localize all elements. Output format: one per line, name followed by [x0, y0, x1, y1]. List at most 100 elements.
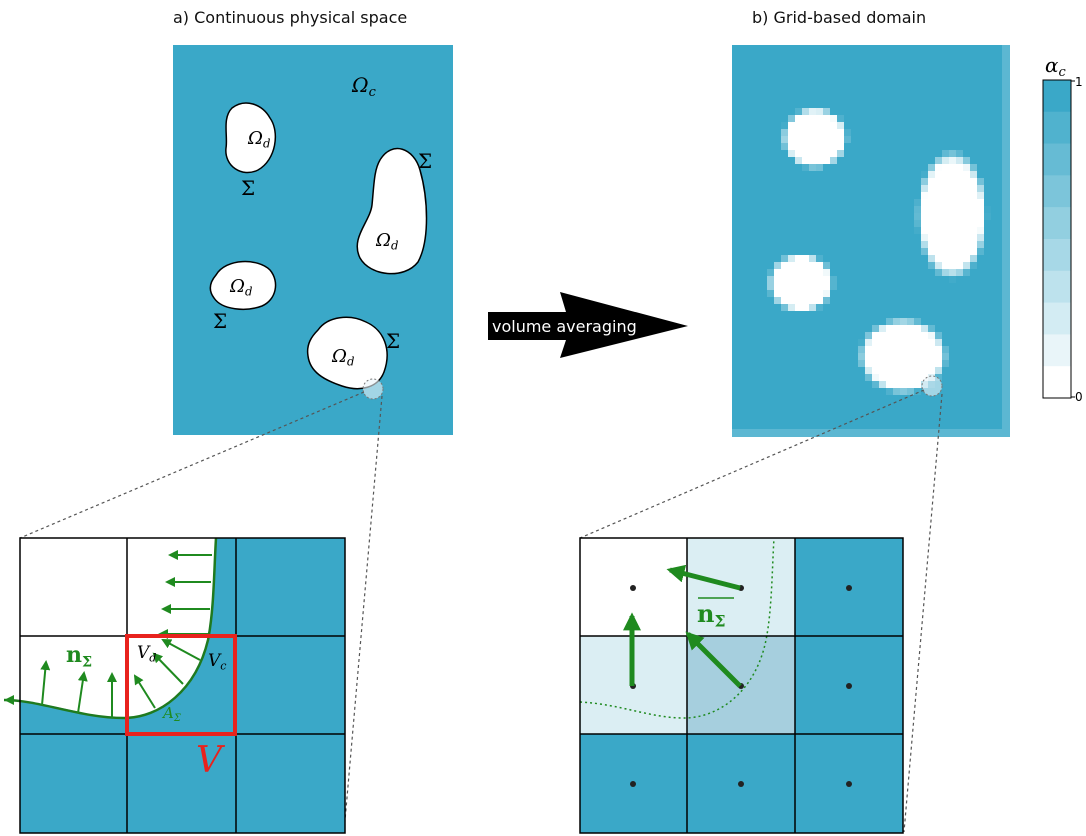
droplet-pixel	[872, 353, 879, 360]
colorbar-band	[1043, 207, 1071, 239]
droplet-pixel	[865, 353, 872, 360]
droplet-pixel	[900, 360, 907, 367]
droplet-pixel	[935, 332, 942, 339]
droplet-pixel	[900, 325, 907, 332]
arrow-label: volume averaging	[492, 317, 637, 336]
droplet-pixel	[879, 332, 886, 339]
droplet-pixel	[963, 227, 970, 234]
droplet-pixel	[795, 262, 802, 269]
droplet-pixel	[935, 353, 942, 360]
droplet-pixel	[914, 339, 921, 346]
droplet-pixel	[893, 381, 900, 388]
droplet-pixel	[921, 206, 928, 213]
sigma-label-4: Σ	[386, 329, 400, 353]
normal-label-b: nΣ	[697, 599, 725, 631]
droplet-pixel	[914, 325, 921, 332]
droplet-pixel	[942, 192, 949, 199]
droplet-pixel	[928, 248, 935, 255]
droplet-pixel	[921, 220, 928, 227]
droplet-pixel	[907, 318, 914, 325]
droplet-pixel	[893, 374, 900, 381]
droplet-pixel	[956, 171, 963, 178]
droplet-pixel	[928, 164, 935, 171]
sigma-label-3: Σ	[213, 309, 227, 333]
droplet-pixel	[893, 353, 900, 360]
droplet-pixel	[984, 220, 991, 227]
droplet-pixel	[893, 346, 900, 353]
droplet-pixel	[893, 339, 900, 346]
droplet-pixel	[914, 332, 921, 339]
droplet-pixel	[809, 115, 816, 122]
droplet-pixel	[970, 206, 977, 213]
droplet-pixel	[823, 157, 830, 164]
droplet-pixel	[949, 241, 956, 248]
colorbar-band	[1043, 302, 1071, 335]
droplet-pixel	[865, 360, 872, 367]
droplet-pixel	[900, 388, 907, 395]
droplet-pixel	[774, 297, 781, 304]
droplet-pixel	[837, 136, 844, 143]
droplet-pixel	[809, 164, 816, 171]
droplet-pixel	[788, 150, 795, 157]
grid-domain	[732, 45, 1010, 437]
droplet-pixel	[893, 388, 900, 395]
droplet-pixel	[802, 122, 809, 129]
droplet-pixel	[949, 276, 956, 283]
colorbar-max-label: 1	[1075, 75, 1083, 89]
droplet-pixel	[795, 108, 802, 115]
droplet-pixel	[823, 290, 830, 297]
droplet-pixel	[907, 346, 914, 353]
droplet-pixel	[872, 374, 879, 381]
droplet-pixel	[914, 213, 921, 220]
droplet-pixel	[935, 360, 942, 367]
droplet-pixel	[872, 339, 879, 346]
droplet-pixel	[816, 304, 823, 311]
droplet-pixel	[816, 269, 823, 276]
droplet-pixel	[809, 255, 816, 262]
droplet-pixel	[956, 220, 963, 227]
droplet-pixel	[788, 136, 795, 143]
droplet-pixel	[942, 178, 949, 185]
droplet-pixel	[795, 122, 802, 129]
droplet-pixel	[816, 136, 823, 143]
droplet-pixel	[949, 185, 956, 192]
droplet-pixel	[823, 150, 830, 157]
volume-label: V	[196, 740, 226, 781]
droplet-pixel	[823, 143, 830, 150]
droplet-pixel	[907, 353, 914, 360]
droplet-pixel	[830, 157, 837, 164]
droplet-pixel	[795, 269, 802, 276]
droplet-pixel	[767, 276, 774, 283]
droplet-pixel	[886, 339, 893, 346]
droplet-pixel	[816, 143, 823, 150]
droplet-pixel	[970, 241, 977, 248]
colorbar-band	[1043, 334, 1071, 367]
droplet-pixel	[865, 339, 872, 346]
droplet-pixel	[963, 234, 970, 241]
droplet-pixel	[914, 220, 921, 227]
droplet-pixel	[935, 241, 942, 248]
droplet-pixel	[977, 234, 984, 241]
droplet-pixel	[921, 346, 928, 353]
droplet-pixel	[921, 367, 928, 374]
droplet-pixel	[879, 374, 886, 381]
droplet-pixel	[942, 164, 949, 171]
droplet-pixel	[802, 269, 809, 276]
droplet-pixel	[963, 220, 970, 227]
droplet-pixel	[893, 360, 900, 367]
droplet-pixel	[956, 164, 963, 171]
droplet-pixel	[907, 325, 914, 332]
droplet-pixel	[907, 367, 914, 374]
droplet-pixel	[935, 185, 942, 192]
droplet-pixel	[802, 136, 809, 143]
droplet-pixel	[858, 346, 865, 353]
droplet-pixel	[781, 122, 788, 129]
droplet-pixel	[788, 304, 795, 311]
droplet-pixel	[809, 108, 816, 115]
droplet-pixel	[956, 150, 963, 157]
droplet-pixel	[823, 297, 830, 304]
droplet-pixel	[809, 143, 816, 150]
droplet-pixel	[907, 339, 914, 346]
droplet-pixel	[942, 213, 949, 220]
droplet-pixel	[872, 367, 879, 374]
